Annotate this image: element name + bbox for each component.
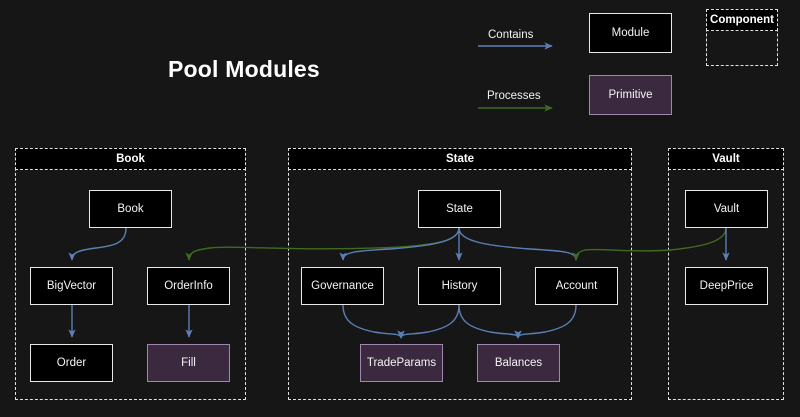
node-history[interactable]: History: [418, 267, 501, 305]
legend-primitive-label: Primitive: [608, 89, 653, 101]
node-vault-label: Vault: [713, 203, 740, 215]
node-state-label: State: [446, 203, 473, 215]
node-vault[interactable]: Vault: [685, 190, 768, 228]
legend-primitive-box: Primitive: [589, 75, 672, 115]
component-book-title: Book: [15, 148, 246, 170]
node-history-label: History: [441, 280, 478, 292]
component-vault-title: Vault: [668, 148, 784, 170]
legend-processes-label: Processes: [487, 90, 541, 102]
legend-module-box: Module: [589, 13, 672, 53]
node-tradeparams-label: TradeParams: [366, 357, 437, 369]
node-book[interactable]: Book: [89, 190, 172, 228]
node-account[interactable]: Account: [535, 267, 618, 305]
node-book-label: Book: [117, 203, 144, 215]
node-bigvector-label: BigVector: [46, 280, 97, 292]
node-account-label: Account: [555, 280, 598, 292]
node-tradeparams[interactable]: TradeParams: [360, 344, 443, 382]
node-deepprice[interactable]: DeepPrice: [685, 267, 768, 305]
node-order[interactable]: Order: [30, 344, 113, 382]
node-orderinfo[interactable]: OrderInfo: [147, 267, 230, 305]
node-balances-label: Balances: [494, 357, 543, 369]
legend-component-label: Component: [706, 9, 778, 31]
node-governance[interactable]: Governance: [301, 267, 384, 305]
node-fill-label: Fill: [181, 357, 196, 369]
node-order-label: Order: [56, 357, 87, 369]
component-state-title: State: [288, 148, 632, 170]
node-balances[interactable]: Balances: [477, 344, 560, 382]
node-state[interactable]: State: [418, 190, 501, 228]
page-title: Pool Modules: [168, 56, 320, 82]
legend-contains-label: Contains: [488, 29, 534, 41]
node-deepprice-label: DeepPrice: [699, 280, 754, 292]
legend-module-label: Module: [611, 27, 650, 39]
node-orderinfo-label: OrderInfo: [164, 280, 213, 292]
node-bigvector[interactable]: BigVector: [30, 267, 113, 305]
node-governance-label: Governance: [311, 280, 374, 292]
node-fill[interactable]: Fill: [147, 344, 230, 382]
